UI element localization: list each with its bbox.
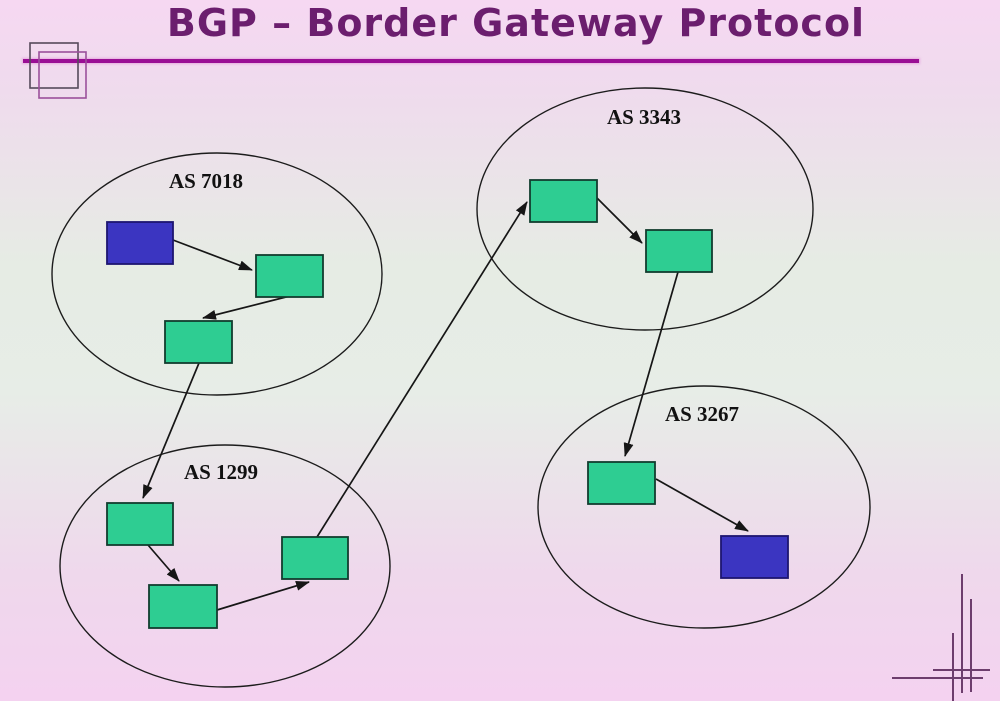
decor-square-back [29,42,79,89]
router-box-r1-blue [106,221,174,265]
as-ellipse-as1299 [59,444,391,688]
router-box-r6-green [106,502,174,546]
router-box-r9-green [587,461,656,505]
as-ellipse-as7018 [51,152,383,396]
as-ellipse-as3267 [537,385,871,629]
bgp-link-r4-r5 [596,197,643,244]
router-box-r10-blue [720,535,789,579]
router-box-r4-green [529,179,598,223]
as-ellipses-layer [51,87,871,688]
bgp-link-r3-r6 [142,362,200,499]
bgp-link-r2-r3 [202,295,291,320]
router-box-r8-green [281,536,349,580]
router-nodes-layer [106,179,789,629]
bgp-link-r7-r8 [216,581,310,611]
bgp-link-r1-r2 [172,239,253,271]
bgp-link-r8-r4 [316,201,528,538]
overlapping-squares-icon [29,42,87,99]
bgp-link-r5-r9 [623,271,679,457]
page-title: BGP – Border Gateway Protocol [166,1,866,45]
crosshair-lines-icon [892,574,990,701]
as-labels-layer: AS 7018 AS 3343 AS 1299 AS 3267 [169,105,739,484]
router-box-r3-green [164,320,233,364]
bgp-links-layer [142,197,749,611]
as-label-as7018: AS 7018 [169,169,243,193]
router-box-r7-green [148,584,218,629]
as-label-as3343: AS 3343 [607,105,681,129]
as-ellipse-as3343 [476,87,814,331]
router-box-r2-green [255,254,324,298]
decor-square-front [38,51,87,99]
router-box-r5-green [645,229,713,273]
bgp-link-r6-r7 [147,544,180,582]
as-label-as1299: AS 1299 [184,460,258,484]
as-label-as3267: AS 3267 [665,402,739,426]
bgp-link-r9-r10 [655,478,749,532]
title-underline [23,59,919,63]
